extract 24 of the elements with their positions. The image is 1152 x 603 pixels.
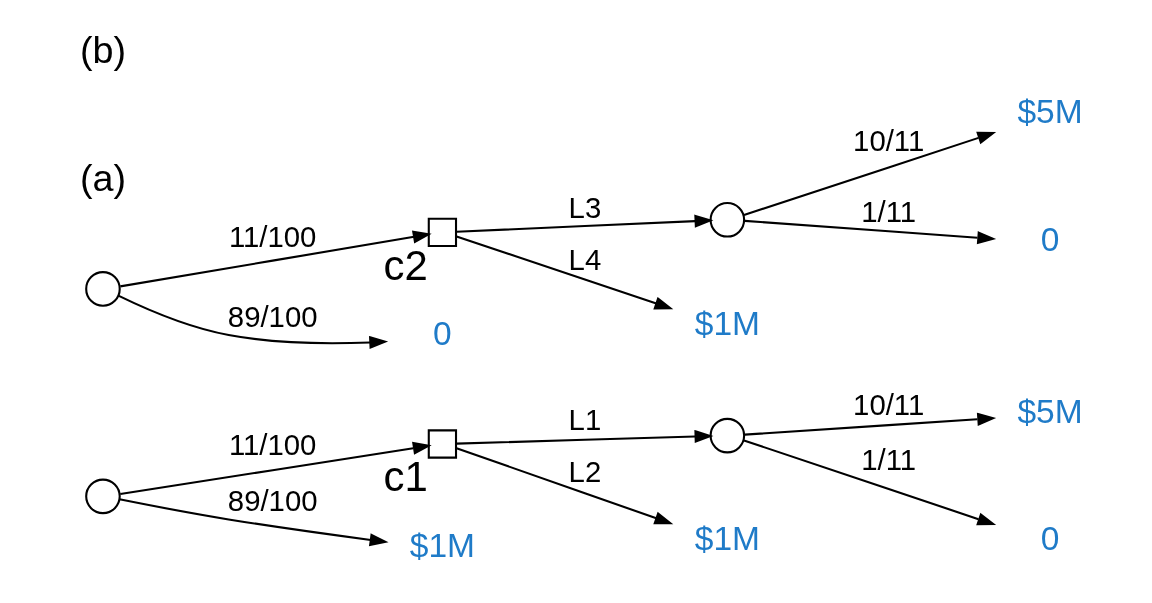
node-label: c1	[383, 453, 428, 501]
edge-label: 11/100	[228, 427, 316, 461]
node-text: 0	[432, 315, 452, 353]
node-text: $1M	[409, 526, 475, 564]
node-text: $5M	[1016, 392, 1083, 430]
edge-label: L1	[568, 402, 601, 436]
edge-label: 89/100	[227, 484, 318, 518]
node-text: $5M	[1016, 92, 1083, 130]
edge-label: 1/11	[860, 442, 916, 476]
edge-label: 10/11	[852, 124, 924, 158]
label: (a)	[79, 157, 126, 200]
node-text: $1M	[694, 304, 760, 342]
edge-label: L3	[568, 191, 601, 225]
edge-label: L4	[568, 243, 601, 277]
node-label: c2	[383, 241, 428, 289]
node-text: 0	[1040, 220, 1059, 258]
label: (b)	[79, 29, 126, 72]
edge-label: 11/100	[228, 220, 316, 254]
edge-label: 1/11	[860, 195, 916, 229]
node-text: 0	[1040, 520, 1059, 558]
edge-label: 10/11	[852, 388, 924, 422]
node-text: $1M	[694, 520, 760, 558]
edge-label: 89/100	[227, 300, 318, 334]
edge-label: L2	[568, 455, 601, 489]
